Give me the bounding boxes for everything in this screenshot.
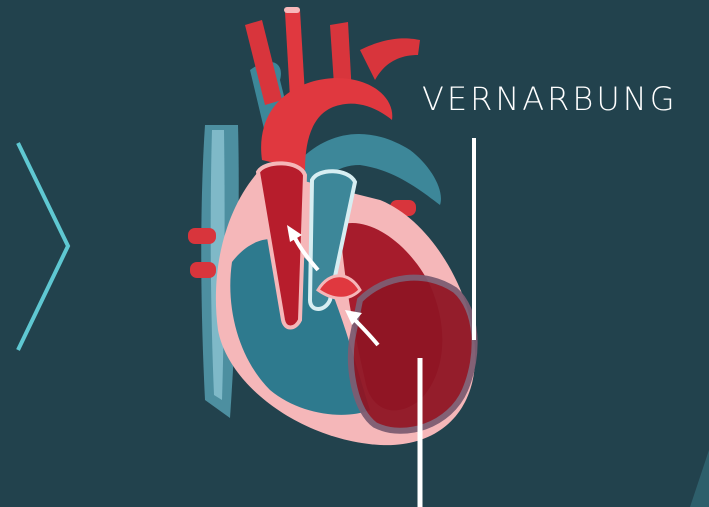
aorta-branch-2-cap xyxy=(284,7,300,13)
aorta-branch-4 xyxy=(360,38,420,80)
aorta-branch-2 xyxy=(285,10,305,98)
annotation-label: VERNARBUNG xyxy=(422,80,678,118)
corner-shape xyxy=(690,450,709,507)
side-vessel-1 xyxy=(188,228,216,244)
aorta-branch-1 xyxy=(245,20,282,105)
heart-illustration xyxy=(188,7,475,445)
chevron-right-icon[interactable] xyxy=(18,143,68,350)
side-vessel-2 xyxy=(190,262,216,278)
scar-tissue-area xyxy=(351,278,475,431)
